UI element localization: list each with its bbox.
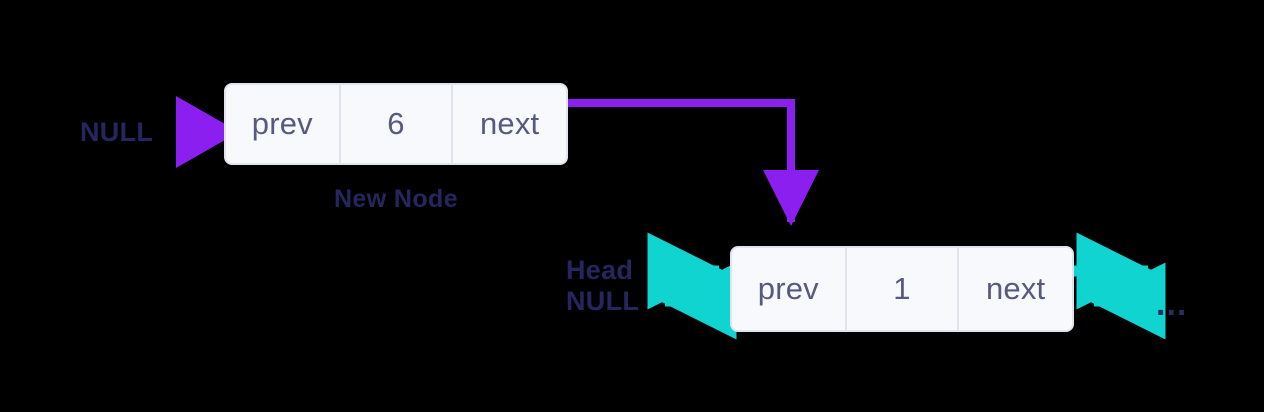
new-node: prev 6 next	[224, 83, 568, 165]
newnode-prev-null-label: NULL	[80, 117, 154, 147]
rest-of-list-ellipsis: ...	[1156, 285, 1188, 323]
head-node-cell-next: next	[957, 248, 1072, 330]
head-node-cell-data: 1	[844, 248, 958, 330]
head-node-head-label: Head	[566, 255, 634, 285]
new-node-cell-data: 6	[338, 85, 452, 163]
head-node-null-label: NULL	[566, 286, 640, 316]
arrow-newnode-next-to-head	[568, 99, 819, 226]
new-node-cell-next: next	[451, 85, 566, 163]
new-node-caption: New Node	[333, 185, 459, 213]
head-node-cell-prev: prev	[757, 271, 819, 306]
head-node: prev 1 next	[730, 246, 1074, 332]
new-node-cell-prev: prev	[251, 106, 313, 141]
